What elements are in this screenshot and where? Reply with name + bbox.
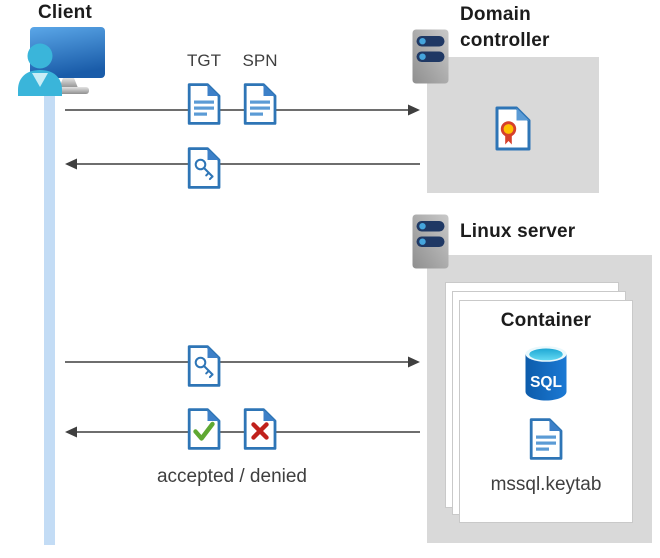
accepted-check-document-icon — [186, 407, 222, 451]
arrowhead-right-middle — [408, 356, 420, 368]
spn-label: SPN — [242, 51, 278, 70]
certificate-icon — [493, 105, 533, 152]
client-lifeline — [44, 92, 55, 545]
tgt-document-icon — [186, 82, 222, 126]
container-title: Container — [500, 310, 592, 331]
linux-server-label: Linux server — [460, 221, 576, 242]
arrowhead-left-middle — [65, 426, 77, 438]
service-ticket-key-document-icon — [186, 344, 222, 388]
keytab-label: mssql.keytab — [490, 474, 602, 495]
ticket-key-document-icon — [186, 146, 222, 190]
client-label: Client — [38, 2, 92, 23]
linux-server-icon — [412, 214, 449, 269]
arrowhead-right-top — [408, 104, 420, 116]
domain-controller-label: Domain controller — [460, 4, 550, 51]
tgt-label: TGT — [187, 51, 221, 70]
accepted-denied-label: accepted / denied — [156, 466, 307, 487]
keytab-document-icon — [528, 417, 564, 461]
arrowhead-left-top — [65, 158, 77, 170]
container-page-front — [459, 300, 633, 523]
sql-icon-label: SQL — [530, 374, 562, 391]
domain-controller-server-icon — [412, 29, 449, 84]
sql-database-icon: SQL — [525, 346, 567, 401]
spn-document-icon — [242, 82, 278, 126]
denied-x-document-icon — [242, 407, 278, 451]
client-workstation-icon — [14, 26, 106, 96]
